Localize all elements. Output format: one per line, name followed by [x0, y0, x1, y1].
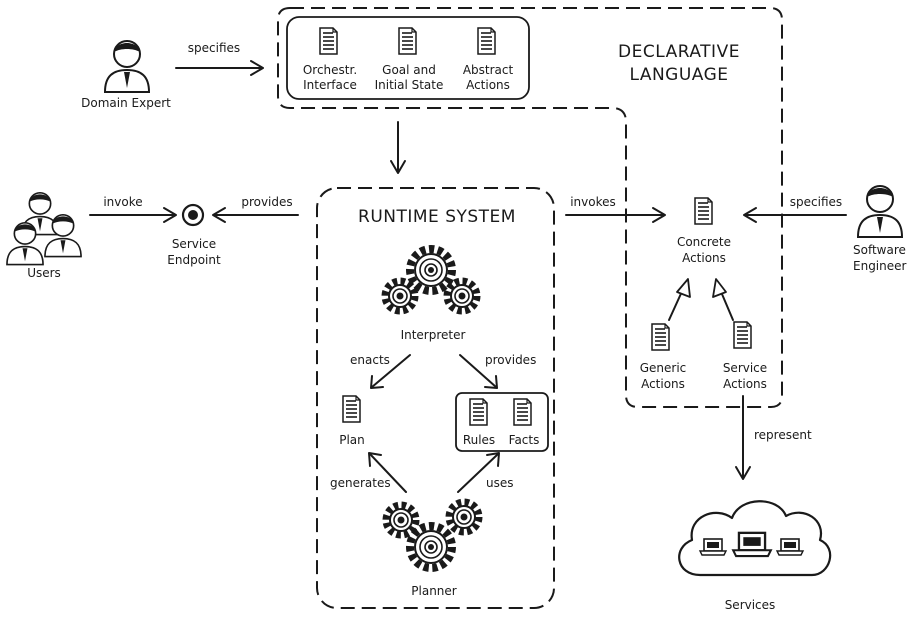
- service-actions-document-icon: [733, 321, 752, 349]
- domain-expert-specifies-label: specifies: [188, 41, 240, 55]
- arrow-domain-expert-specifies: [175, 60, 264, 76]
- arrow-runtime-invokes-concrete: [565, 207, 666, 223]
- laptop-center-icon: [731, 531, 773, 558]
- arrow-engineer-specifies: [743, 207, 847, 223]
- arrow-service-to-concrete: [712, 278, 734, 321]
- interpreter-enacts-label: enacts: [350, 353, 390, 367]
- abstract-actions-label-line1: Abstract: [463, 63, 514, 77]
- facts-label: Facts: [509, 433, 540, 447]
- interpreter-gears-icon: [385, 249, 477, 311]
- service-actions-label-line2: Actions: [723, 377, 767, 391]
- service-endpoint-label-line1: Service: [172, 237, 216, 251]
- arrow-planner-generates-plan: [368, 452, 407, 493]
- arrow-runtime-provides-endpoint: [212, 207, 299, 223]
- abstract-actions-label-line2: Actions: [466, 78, 510, 92]
- arrow-service-actions-represent: [735, 395, 751, 480]
- declarative-inner-box: [286, 16, 530, 100]
- interpreter-provides-label: provides: [485, 353, 536, 367]
- goal-state-label-line1: Goal and: [382, 63, 436, 77]
- declarative-language-region: [277, 7, 783, 408]
- arrow-declarative-to-runtime: [390, 121, 406, 174]
- orchestr-interface-label-line1: Orchestr.: [303, 63, 357, 77]
- runtime-system-title: RUNTIME SYSTEM: [358, 207, 516, 227]
- laptop-left-icon: [699, 538, 727, 556]
- goal-state-document-icon: [398, 27, 417, 55]
- runtime-invokes-label: invokes: [570, 195, 616, 209]
- planner-generates-label: generates: [330, 476, 391, 490]
- declarative-language-title-line2: LANGUAGE: [629, 65, 728, 85]
- generic-actions-label-line2: Actions: [641, 377, 685, 391]
- arrow-interpreter-enacts-plan: [370, 354, 411, 389]
- arrow-planner-uses-rules: [457, 452, 500, 493]
- software-engineer-label-line1: Software: [853, 243, 906, 257]
- generic-actions-label-line1: Generic: [640, 361, 687, 375]
- rules-document-icon: [469, 398, 488, 426]
- runtime-system-region: [316, 187, 555, 609]
- interpreter-label: Interpreter: [401, 328, 466, 342]
- generic-actions-document-icon: [651, 323, 670, 351]
- services-cloud-icon: [678, 500, 832, 577]
- concrete-actions-label-line1: Concrete: [677, 235, 731, 249]
- declarative-language-title-line1: DECLARATIVE: [618, 42, 740, 62]
- planner-uses-label: uses: [486, 476, 514, 490]
- arrow-interpreter-provides-rules: [459, 354, 498, 389]
- service-endpoint-icon: [181, 203, 205, 227]
- service-endpoint-label-line2: Endpoint: [167, 253, 221, 267]
- facts-document-icon: [513, 398, 532, 426]
- service-actions-label-line1: Service: [723, 361, 767, 375]
- engineer-specifies-label: specifies: [790, 195, 842, 209]
- software-engineer-icon: [857, 185, 903, 238]
- arrow-generic-to-concrete: [668, 278, 691, 321]
- concrete-actions-document-icon: [694, 197, 713, 225]
- users-invoke-label: invoke: [103, 195, 142, 209]
- services-label: Services: [725, 598, 776, 612]
- goal-state-label-line2: Initial State: [375, 78, 444, 92]
- concrete-actions-label-line2: Actions: [682, 251, 726, 265]
- laptop-right-icon: [776, 538, 804, 556]
- rules-facts-box: [455, 392, 549, 452]
- orchestr-interface-document-icon: [319, 27, 338, 55]
- planner-label: Planner: [411, 584, 457, 598]
- arrow-users-invoke: [89, 207, 177, 223]
- plan-document-icon: [342, 395, 361, 423]
- service-actions-represent-label: represent: [754, 428, 812, 442]
- plan-label: Plan: [339, 433, 365, 447]
- software-engineer-label-line2: Engineer: [853, 259, 907, 273]
- planner-gears-icon: [386, 502, 479, 568]
- rules-label: Rules: [463, 433, 495, 447]
- users-icon: [6, 191, 82, 266]
- runtime-provides-label: provides: [241, 195, 292, 209]
- abstract-actions-document-icon: [477, 27, 496, 55]
- orchestr-interface-label-line2: Interface: [303, 78, 357, 92]
- domain-expert-label: Domain Expert: [81, 96, 171, 110]
- domain-expert-icon: [104, 40, 150, 93]
- users-label: Users: [27, 266, 61, 280]
